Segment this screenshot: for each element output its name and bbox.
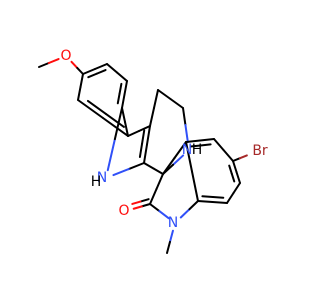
bond-N_in-C_a4 [106, 138, 116, 172]
bond-C_c2-N_in [112, 168, 130, 177]
bond-C_c4-C_c5 [169, 98, 184, 109]
bond-C_b3-C_b4 [235, 171, 241, 184]
bond-C_a2-C_a3 [106, 63, 118, 74]
bond-C_b1-C_b2-inner [201, 195, 214, 199]
bond-N_me-C_me_n [166, 240, 171, 254]
bond-N_me-C_b1 [179, 208, 191, 219]
atom-label-n-py: N [182, 142, 192, 158]
bond-C_c3-C_c4 [149, 107, 155, 127]
bond-N_me-C_me_n [168, 229, 174, 243]
bond-C_spiro-C_carbonyl [149, 188, 158, 205]
bond-C_a5-C_a6-inner [104, 112, 125, 128]
bond-C_c5-N_py [182, 107, 187, 127]
bond-C_carbonyl-O_carbonyl-inner [131, 200, 142, 205]
bond-C_a5-C_c3 [127, 130, 140, 137]
bond-C_c3-C_c4 [153, 89, 159, 109]
bond-C_b5-C_b6-inner [189, 144, 202, 148]
bond-C_b6-C_b1 [185, 141, 193, 173]
bond-C_c3-C_c2 [143, 143, 148, 164]
bond-N_in-C_a4 [113, 107, 123, 141]
bond-C_b6-C_spiro [173, 141, 187, 159]
bond-C_b1-C_b2 [197, 200, 214, 203]
atom-label-o-ome: O [60, 48, 71, 64]
bond-C_b6-C_b1 [191, 170, 199, 202]
bond-C_a5-C_a6 [102, 117, 129, 137]
bond-N_me-C_b1 [188, 200, 199, 211]
atom-label-n-in: N [97, 170, 107, 186]
bond-C_b5-C_b6-inner [199, 143, 212, 147]
bond-C_a5-C_a6 [77, 99, 104, 119]
bond-C_me_ome-O_ome [38, 62, 50, 68]
bond-C_a1-C_a2-inner [87, 72, 98, 79]
bond-O_ome-C_a1 [70, 60, 79, 69]
bond-C_b4-C_b5 [213, 138, 225, 151]
bond-O_ome-C_a1 [76, 66, 84, 75]
bond-layer [38, 58, 248, 254]
bond-C_a2-C_a3 [116, 71, 128, 82]
bond-C_a3-C_a4-inner [118, 82, 123, 95]
bond-C_c3-C_c2 [146, 125, 151, 146]
bond-C_a4-C_a5 [124, 121, 129, 137]
bond-C_b6-C_spiro [162, 157, 176, 175]
bond-C_a3-C_a4-inner [116, 92, 121, 105]
bond-C_b4-C_b5 [222, 149, 234, 162]
bond-C_me_ome-O_ome [47, 58, 60, 65]
bond-C_spiro-C_carbonyl [155, 173, 164, 190]
bond-C_b3-C_b4-inner [228, 164, 233, 175]
bond-C_b1-C_b2-inner [211, 196, 225, 199]
bond-C_carbonyl-O_carbonyl [132, 205, 143, 210]
bond-C_b3-C_b4-inner [230, 172, 236, 183]
atom-label-o-carbonyl: O [118, 203, 129, 219]
bond-C_c3-C_c2-inner [141, 129, 146, 145]
bond-C_a5-C_c3 [138, 125, 151, 132]
bond-C_b2-C_b3 [232, 182, 241, 194]
bond-C_a3-C_a4 [123, 80, 128, 96]
bond-C_spiro-C_c2 [152, 167, 164, 175]
bond-C_a6-C_a1 [79, 73, 84, 88]
bond-C_b3-C_b4 [232, 160, 238, 173]
bond-C_b5-C_b6 [185, 139, 201, 143]
bond-C_a1-C_a2-inner [95, 69, 107, 75]
bond-C_b4-Br [238, 154, 248, 160]
atom-label-br: Br [252, 143, 268, 159]
bond-C_carbonyl-N_me [158, 210, 170, 220]
bond-C_b2-C_b3 [226, 192, 235, 204]
bond-C_b5-C_b6 [199, 138, 215, 142]
bond-C_c3-C_c2-inner [138, 142, 144, 159]
bond-C_carbonyl-O_carbonyl-inner [139, 198, 150, 203]
hydrogen-label-n-py: H [192, 142, 203, 158]
bond-C_c5-N_py [184, 124, 189, 144]
bond-C_c4-C_c5 [157, 89, 172, 100]
bond-C_a5-C_a6-inner [86, 99, 107, 115]
bond-C_a6-C_a1 [77, 86, 82, 101]
bond-C_b4-Br [232, 157, 241, 162]
bond-C_a1-C_a2 [82, 68, 96, 75]
bond-C_c2-N_in [127, 162, 145, 171]
bond-C_a4-C_a5 [121, 107, 126, 123]
hydrogen-label-n-in: H [91, 174, 102, 190]
atom-label-n-me: N [168, 215, 178, 231]
bond-C_b1-C_b2 [211, 201, 228, 204]
bond-C_spiro-C_c2 [143, 162, 155, 170]
bond-C_carbonyl-O_carbonyl [140, 203, 151, 208]
bond-C_a1-C_a2 [94, 63, 108, 70]
bond-C_a3-C_a4 [121, 93, 126, 109]
bond-N_py-C_spiro [172, 154, 185, 166]
bond-C_carbonyl-N_me [149, 203, 161, 213]
